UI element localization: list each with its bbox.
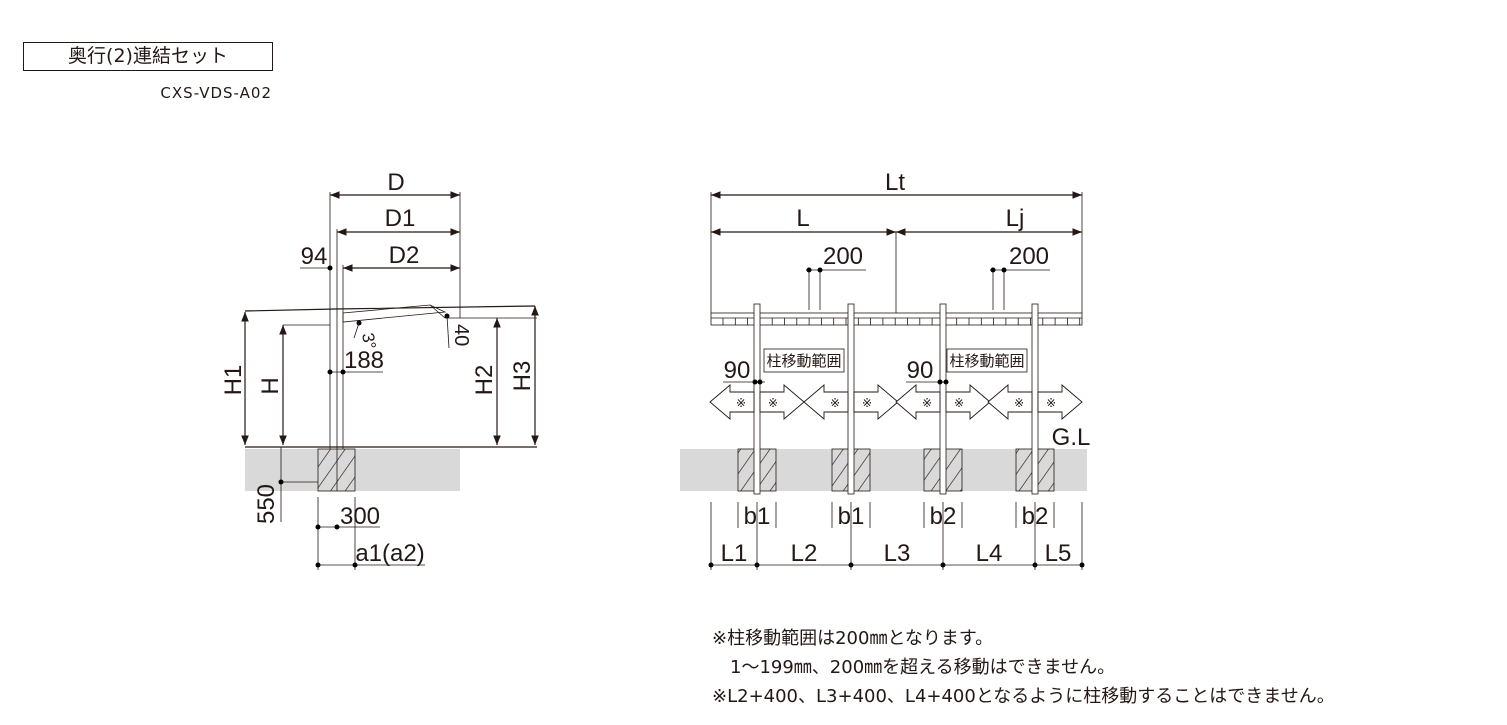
notes: ※柱移動範囲は200㎜となります。 1～199㎜、200㎜を超える移動はできませ… xyxy=(712,624,1335,711)
label-L1: L1 xyxy=(721,540,748,567)
label-H3: H3 xyxy=(509,361,536,392)
left-arrow-icon xyxy=(987,384,1033,420)
label-b-2: b2 xyxy=(930,503,957,530)
arrow-mark: ※ xyxy=(736,396,746,410)
label-L3: L3 xyxy=(884,540,911,567)
right-arrow-icon xyxy=(1037,384,1083,420)
label-200a: 200 xyxy=(823,243,863,270)
label-H: H xyxy=(257,377,284,394)
note-1: ※柱移動範囲は200㎜となります。 xyxy=(712,628,994,649)
arrow-mark: ※ xyxy=(1046,396,1056,410)
label-200b: 200 xyxy=(1009,243,1049,270)
label-D2: D2 xyxy=(389,242,420,269)
label-a1a2: a1(a2) xyxy=(355,540,424,567)
post xyxy=(753,303,761,495)
side-view: D D1 D2 94 3° 188 40 H1 H H2 H3 550 300 … xyxy=(220,169,539,570)
range-label-a: 柱移動範囲 xyxy=(766,352,841,370)
model-number: CXS-VDS-A02 xyxy=(160,84,272,102)
label-b-0: b1 xyxy=(744,503,771,530)
left-arrow-icon xyxy=(895,384,941,420)
note-3: ※L2+400、L3+400、L4+400となるように柱移動することはできません… xyxy=(712,686,1335,707)
right-arrow-icon xyxy=(853,384,899,420)
label-D1: D1 xyxy=(385,205,416,232)
label-L4: L4 xyxy=(976,540,1003,567)
note-2: 1～199㎜、200㎜を超える移動はできません。 xyxy=(712,657,1116,678)
arrow-mark: ※ xyxy=(830,396,840,410)
label-b-1: b1 xyxy=(838,503,865,530)
set-title: 奥行(2)連結セット xyxy=(23,42,273,71)
label-300: 300 xyxy=(340,503,380,530)
label-L5: L5 xyxy=(1045,540,1072,567)
label-L: L xyxy=(796,205,809,232)
roof-panel xyxy=(710,312,1083,326)
label-H2: H2 xyxy=(471,365,498,396)
right-arrow-icon xyxy=(759,384,805,420)
label-40: 40 xyxy=(450,324,472,346)
arrow-mark: ※ xyxy=(768,396,778,410)
label-188: 188 xyxy=(344,347,384,374)
label-b-3: b2 xyxy=(1022,503,1049,530)
foundation xyxy=(317,448,356,492)
label-Lt: Lt xyxy=(885,169,905,196)
gl-label: G.L xyxy=(1052,424,1091,451)
arrow-mark: ※ xyxy=(1014,396,1024,410)
range-box-b xyxy=(946,348,1028,373)
label-90a: 90 xyxy=(724,357,751,384)
label-H1: H1 xyxy=(220,365,247,396)
label-550: 550 xyxy=(253,484,280,524)
left-arrow-icon xyxy=(709,384,755,420)
arrow-mark: ※ xyxy=(922,396,932,410)
label-angle: 3° xyxy=(358,331,380,350)
left-arrow-icon xyxy=(803,384,849,420)
arrow-mark: ※ xyxy=(862,396,872,410)
label-94: 94 xyxy=(301,243,328,270)
arrow-mark: ※ xyxy=(954,396,964,410)
label-Lj: Lj xyxy=(1006,205,1025,232)
right-arrow-icon xyxy=(945,384,991,420)
label-D: D xyxy=(387,169,404,196)
front-view: 柱移動範囲 柱移動範囲 90 90 ※ ※ ※ ※ ※ ※ ※ ※ G.L Lt L Lj 2… xyxy=(680,169,1090,570)
label-L2: L2 xyxy=(791,540,818,567)
post xyxy=(939,303,947,495)
range-box-a xyxy=(763,348,845,373)
range-label-b: 柱移動範囲 xyxy=(949,352,1024,370)
label-90b: 90 xyxy=(907,357,934,384)
post xyxy=(1031,303,1039,495)
post xyxy=(847,303,855,495)
